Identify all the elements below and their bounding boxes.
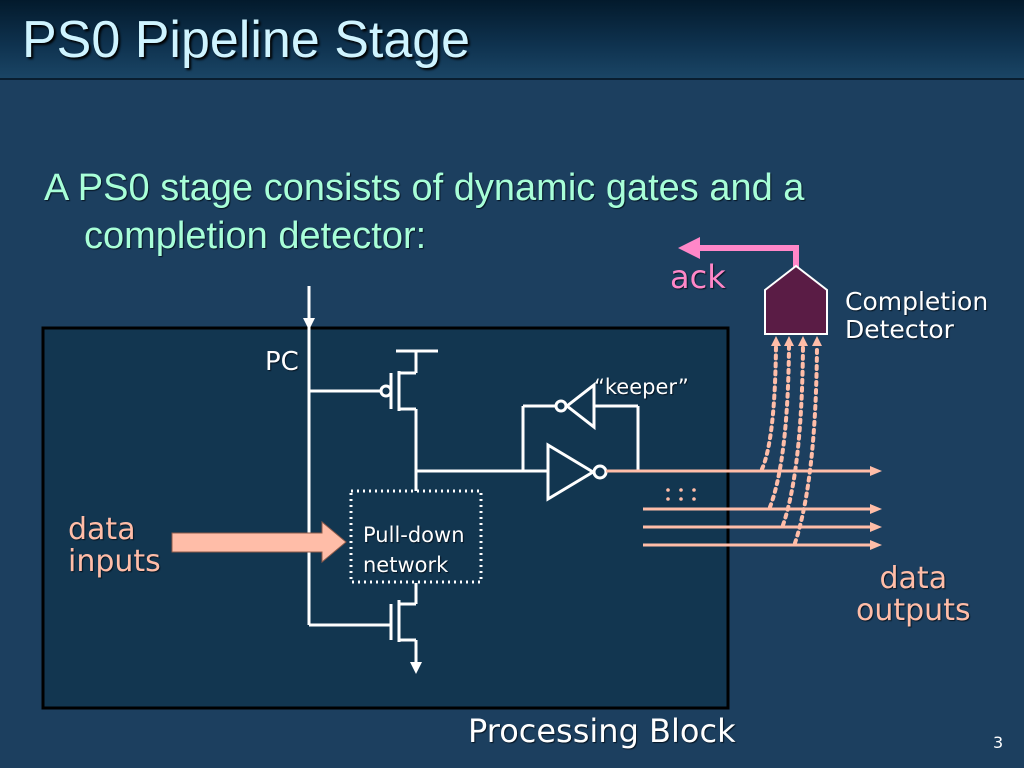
data-inputs-line-2: inputs <box>68 544 161 579</box>
keeper-inverter <box>554 381 596 431</box>
pulldown-network-box <box>349 489 483 584</box>
data-outputs-label: data outputs <box>856 563 971 627</box>
pulldown-network-label: Pull-down network <box>363 520 465 580</box>
pulldown-line-1: Pull-down <box>363 523 465 547</box>
ground-arrow <box>410 662 422 674</box>
ack-label: ack <box>670 258 726 296</box>
pc-clock-wire <box>303 286 315 625</box>
completion-tap-arrowheads <box>771 336 822 346</box>
page-number: 3 <box>993 733 1004 752</box>
ack-arrow <box>678 237 799 268</box>
data-inputs-arrow <box>171 520 347 564</box>
data-inputs-label: data inputs <box>68 514 161 578</box>
bullet-line-1: A PS0 stage consists of dynamic gates an… <box>44 167 805 209</box>
dynamic-node-wires <box>416 404 640 473</box>
slide-title: PS0 Pipeline Stage <box>22 11 471 69</box>
bullet-line-2: completion detector: <box>84 215 427 257</box>
completion-label-line-2: Detector <box>845 315 954 344</box>
data-outputs-line-1: data <box>879 561 948 596</box>
data-inputs-line-1: data <box>68 512 136 547</box>
bullet-text: A PS0 stage consists of dynamic gates an… <box>44 164 804 260</box>
processing-block-label: Processing Block <box>468 712 736 750</box>
more-outputs-ellipsis <box>666 488 696 501</box>
pulldown-line-2: network <box>363 553 449 577</box>
data-output-lines <box>606 466 882 550</box>
completion-taps <box>760 343 819 545</box>
data-outputs-line-2: outputs <box>856 593 971 628</box>
completion-label-line-1: Completion <box>845 287 989 316</box>
keeper-label: “keeper” <box>594 375 689 399</box>
pc-label: PC <box>265 347 299 377</box>
evaluate-nmos <box>309 583 418 662</box>
completion-detector <box>764 264 828 335</box>
precharge-pmos <box>309 349 438 491</box>
title-bar: PS0 Pipeline Stage <box>0 0 1024 80</box>
completion-detector-label: Completion Detector <box>845 288 988 344</box>
